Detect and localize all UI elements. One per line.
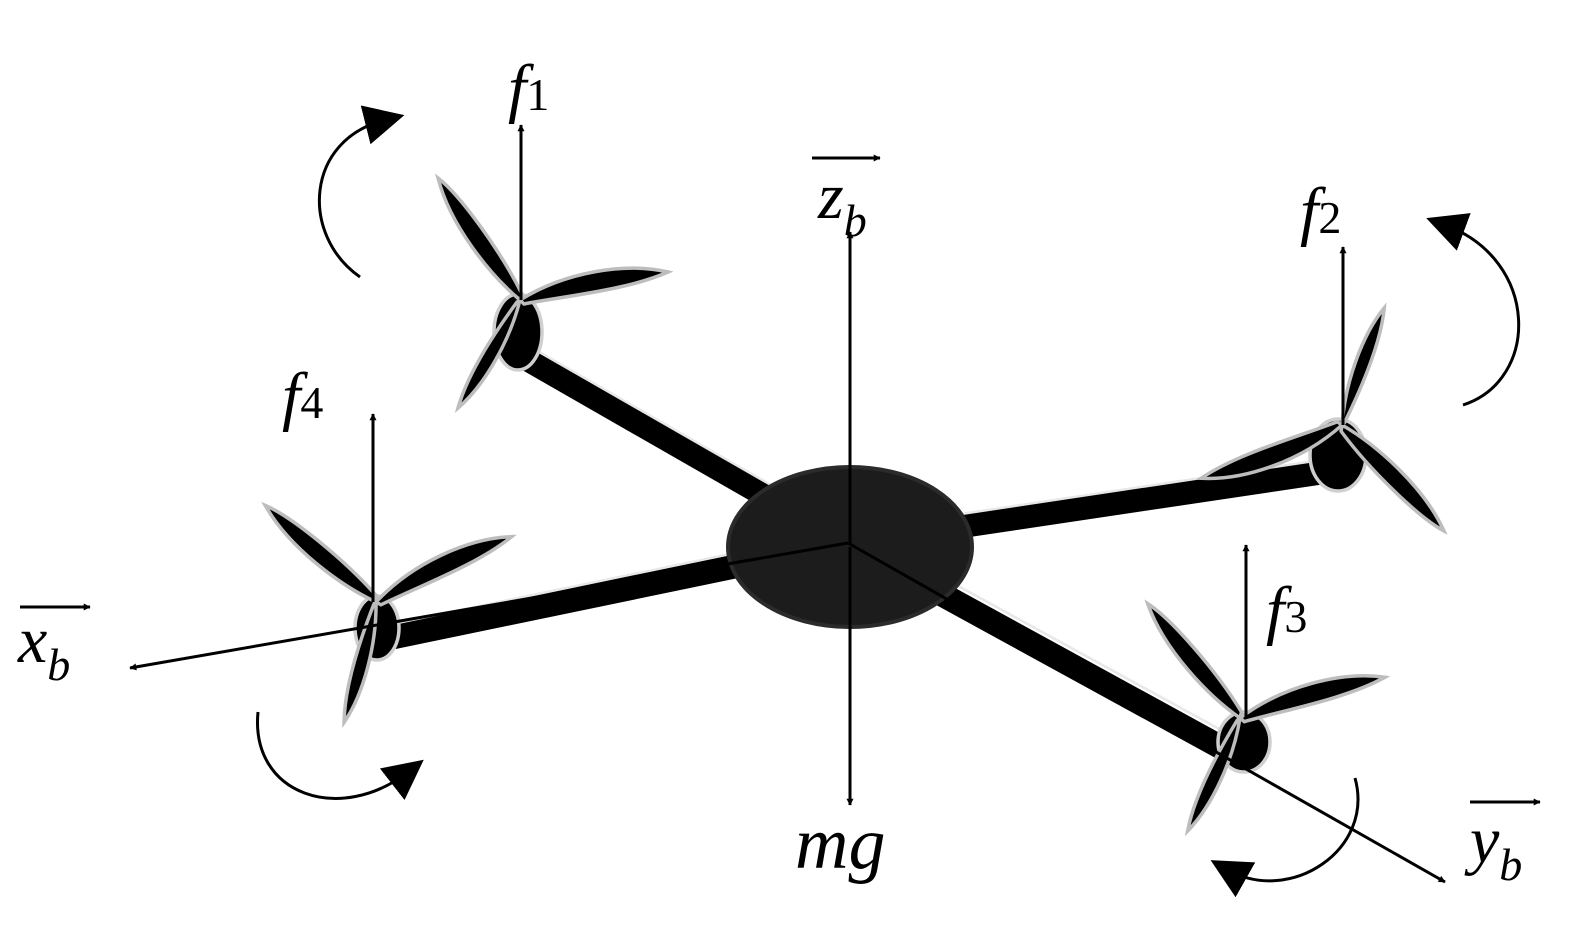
f1-label: f1 — [508, 52, 549, 125]
f4-label: f4 — [282, 360, 323, 433]
weight-label: mg — [795, 803, 885, 885]
x-axis-label: xb — [17, 604, 70, 690]
y-axis-label: yb — [1464, 804, 1522, 890]
f3-label: f3 — [1266, 574, 1307, 647]
rotation-arrows — [256, 105, 1520, 898]
body-axes — [129, 231, 1446, 884]
vector-overbars — [20, 154, 1541, 806]
y-axis-arrow — [847, 541, 1446, 884]
rotation-arrow-2 — [1426, 213, 1520, 407]
z-axis-label: zb — [817, 160, 867, 246]
rotation-arrow-1 — [317, 105, 405, 279]
propeller-4 — [263, 444, 549, 730]
rotation-arrow-4 — [256, 711, 424, 801]
propeller-2 — [1175, 302, 1446, 573]
rotation-arrow-3 — [1210, 777, 1360, 898]
x-axis-arrow — [129, 541, 849, 671]
thrust-vectors — [369, 124, 1347, 718]
f2-label: f2 — [1300, 175, 1341, 248]
